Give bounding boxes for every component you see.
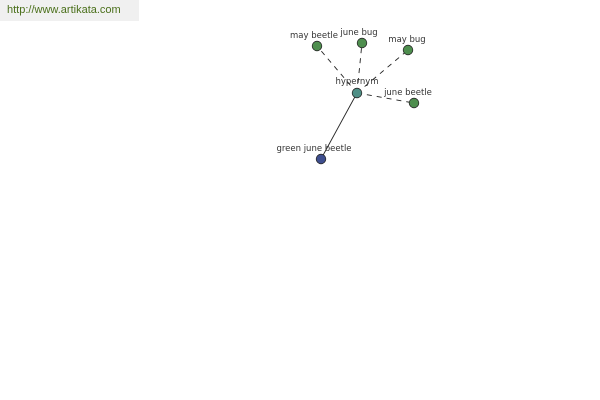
hypernym-center-node[interactable]: [351, 87, 363, 99]
june-bug-label[interactable]: june bug: [339, 28, 377, 38]
edge-may-beetle: [316, 45, 358, 94]
site-url-link[interactable]: http://www.artikata.com: [0, 0, 139, 21]
nodes-layer: [311, 37, 420, 165]
may-bug-node[interactable]: [402, 44, 414, 56]
may-beetle-label[interactable]: may beetle: [290, 31, 338, 41]
edge-green-june-beetle: [320, 92, 358, 160]
june-beetle-node[interactable]: [408, 97, 420, 109]
may-bug-label[interactable]: may bug: [388, 35, 425, 45]
edge-may-bug: [356, 49, 409, 94]
green-june-beetle-label[interactable]: green june beetle: [276, 144, 351, 154]
june-bug-node[interactable]: [356, 37, 368, 49]
edge-june-bug: [356, 42, 363, 94]
green-june-beetle-node[interactable]: [315, 153, 327, 165]
hypernym-center-label[interactable]: hypernym: [335, 77, 378, 87]
may-beetle-node[interactable]: [311, 40, 323, 52]
edges-layer: [316, 42, 415, 160]
june-beetle-label[interactable]: june beetle: [383, 88, 432, 98]
